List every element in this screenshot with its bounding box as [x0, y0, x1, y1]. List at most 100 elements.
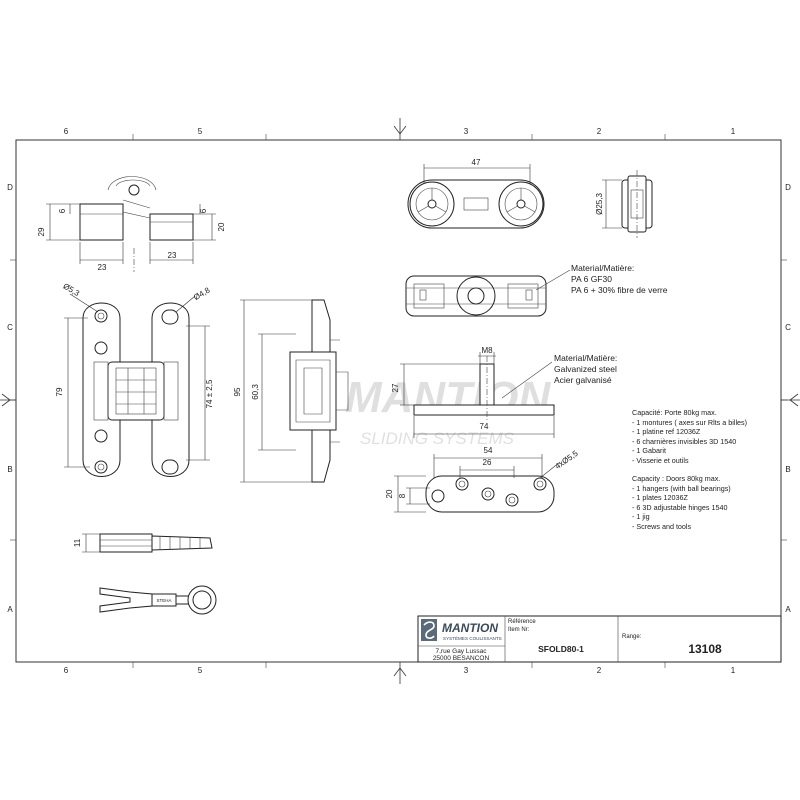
- reference-label-fr: Référence: [508, 619, 536, 625]
- capacity-item-fr: - 6 charnières invisibles 3D 1540: [632, 436, 737, 446]
- dim-m8: M8: [481, 346, 493, 355]
- dim-6-left: 6: [58, 208, 67, 213]
- logo-tagline: SYSTÈMES COULISSANTS: [443, 635, 502, 641]
- roller-top-view: [407, 179, 545, 229]
- tool-side-view: [99, 533, 213, 553]
- dim-27: 27: [391, 383, 400, 392]
- row-label-d-right: D: [785, 183, 791, 192]
- row-label-d-left: D: [7, 183, 13, 192]
- bolt-leader-line: [501, 361, 553, 399]
- roller-material-spec: PA 6 GF30: [571, 274, 612, 284]
- bolt-plate-view: [413, 356, 555, 420]
- column-label-3-top: 3: [464, 127, 469, 136]
- bolt-material-label: Material/Matière:: [554, 353, 617, 363]
- roller-side-view: [621, 170, 653, 238]
- center-arrow-left: [0, 393, 16, 407]
- column-label-5-top: 5: [198, 127, 203, 136]
- capacity-item-fr: - 1 montures ( axes sur Rlts a billes): [632, 417, 748, 427]
- bolt-plate-dimensions: [400, 352, 555, 438]
- sheet-border: [15, 139, 782, 663]
- dim-20-plate: 20: [385, 489, 394, 498]
- hinge-front-view: [82, 302, 190, 477]
- mantion-logo: MANTION SYSTÈMES COULISSANTS: [421, 619, 502, 641]
- logo-brand-name: MANTION: [442, 621, 498, 635]
- title-block: MANTION SYSTÈMES COULISSANTS 7,rue Gay L…: [417, 615, 782, 663]
- dim-29: 29: [37, 227, 46, 236]
- capacity-notes-en: Capacity : Doors 80kg max. - 1 hangers (…: [632, 474, 731, 531]
- dim-11: 11: [73, 538, 82, 547]
- roller-material-spec-fr: PA 6 + 30% fibre de verre: [571, 285, 668, 295]
- capacity-notes-fr: Capacité: Porte 80kg max. - 1 montures (…: [632, 408, 747, 465]
- row-label-b-right: B: [785, 465, 790, 474]
- capacity-item-en: - Screws and tools: [632, 521, 692, 531]
- dim-6-right: 6: [199, 208, 208, 213]
- bolt-material-spec: Galvanized steel: [554, 364, 617, 374]
- roller-front-view: [405, 275, 547, 317]
- row-label-b-left: B: [7, 465, 12, 474]
- hinge-section-view-dimensions: [240, 299, 312, 483]
- capacity-item-fr: - Visserie et outils: [632, 455, 689, 465]
- dim-23-right: 23: [168, 251, 177, 260]
- tool-side-view-dimensions: [82, 533, 100, 553]
- range-label: Range:: [622, 634, 642, 640]
- column-label-3-bottom: 3: [464, 666, 469, 675]
- mounting-plate-dimensions: [394, 454, 561, 513]
- row-labels: D C B A D C B A: [7, 183, 791, 614]
- column-label-1-bottom: 1: [731, 666, 736, 675]
- capacity-title-en: Capacity : Doors 80kg max.: [632, 474, 721, 483]
- column-label-6-bottom: 6: [64, 666, 69, 675]
- tool-brand-label: STEHA: [156, 598, 171, 603]
- dim-26: 26: [483, 458, 492, 467]
- center-arrow-bottom: [393, 662, 407, 684]
- roller-side-view-dimensions: [602, 179, 622, 229]
- dim-25-3: Ø25,3: [595, 193, 604, 215]
- bolt-material-spec-fr: Acier galvanisé: [554, 375, 612, 385]
- dim-23-left: 23: [98, 263, 107, 272]
- column-labels-bottom: 6 5 3 2 1: [64, 666, 736, 675]
- reference-value: SFOLD80-1: [538, 644, 584, 654]
- dim-4-8: Ø4,8: [192, 285, 212, 302]
- dim-47: 47: [472, 158, 481, 167]
- row-label-a-left: A: [7, 605, 13, 614]
- dim-54: 54: [484, 446, 493, 455]
- column-label-6-top: 6: [64, 127, 69, 136]
- mounting-plate-view: [425, 475, 555, 513]
- capacity-item-fr: - 1 platine ref 12036Z: [632, 427, 701, 436]
- capacity-item-en: - 6 3D adjustable hinges 1540: [632, 502, 728, 512]
- hinge-section-view: [289, 299, 349, 483]
- capacity-item-fr: - 1 Gabarit: [632, 446, 666, 455]
- hinge-side-view-dimensions: [46, 203, 216, 264]
- tool-top-view: [99, 585, 217, 615]
- address-line-1: 7,rue Gay Lussac: [436, 648, 488, 655]
- roller-top-view-dimensions: [423, 164, 531, 184]
- column-label-2-top: 2: [597, 127, 602, 136]
- capacity-item-en: - 1 hangers (with ball bearings): [632, 483, 731, 493]
- capacity-item-en: - 1 jig: [632, 512, 650, 521]
- dim-20: 20: [217, 222, 226, 231]
- dim-74: 74: [480, 422, 489, 431]
- roller-material-label: Material/Matière:: [571, 263, 634, 273]
- capacity-title-fr: Capacité: Porte 80kg max.: [632, 408, 717, 417]
- column-labels-top: 6 5 3 2 1: [64, 127, 736, 136]
- dim-79: 79: [55, 387, 64, 396]
- roller-leader-line: [535, 269, 571, 291]
- column-label-1-top: 1: [731, 127, 736, 136]
- centering-marks: [0, 118, 800, 684]
- reference-label-en: Item Nr:: [508, 627, 530, 633]
- range-value: 13108: [688, 642, 722, 656]
- row-label-a-right: A: [785, 605, 791, 614]
- center-arrow-right: [781, 393, 800, 407]
- address-line-2: 25000 BESANCON: [433, 655, 490, 662]
- dim-4x5-5: 4xØ5,5: [553, 449, 580, 471]
- dim-60-3: 60,3: [251, 384, 260, 400]
- row-label-c-left: C: [7, 323, 13, 332]
- row-label-c-right: C: [785, 323, 791, 332]
- dim-95: 95: [233, 387, 242, 396]
- capacity-item-en: - 1 plates 12036Z: [632, 493, 688, 502]
- column-label-2-bottom: 2: [597, 666, 602, 675]
- center-arrow-top: [393, 118, 407, 140]
- hinge-front-view-dimensions: [64, 293, 210, 468]
- dim-74-tolerance: 74 ± 2,5: [205, 379, 214, 408]
- dim-8: 8: [398, 493, 407, 498]
